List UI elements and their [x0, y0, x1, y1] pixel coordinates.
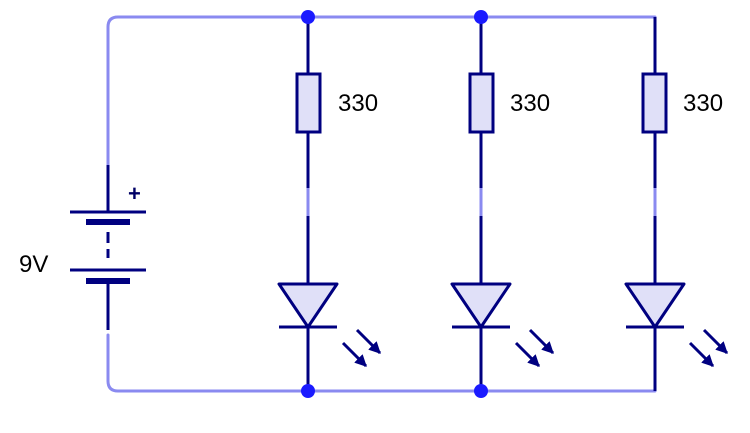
- resistor-3-label: 330: [683, 90, 723, 117]
- junction-bottom-2: [474, 384, 488, 398]
- led-2-triangle: [450, 282, 512, 329]
- battery-plus-sign: +: [128, 181, 141, 206]
- led-2-emission-arrow-1: [514, 341, 541, 368]
- resistor-2-label: 330: [510, 90, 550, 117]
- dark-wires: [106, 17, 657, 391]
- resistor-3: [641, 72, 668, 134]
- bottom-rail-wire: [106, 333, 657, 393]
- led-1-emission-arrow-1: [341, 341, 368, 368]
- led-3: [624, 282, 729, 368]
- led-2-emission-arrow-2: [528, 328, 555, 355]
- led-3-emission-arrow-1: [688, 341, 715, 368]
- led-2: [450, 282, 555, 368]
- junctions: [301, 10, 488, 398]
- led-1-emission-arrow-2: [355, 328, 382, 355]
- wires: [106, 15, 657, 393]
- led-3-emission-arrow-2: [702, 328, 729, 355]
- top-rail-wire: [106, 15, 657, 172]
- resistors: [295, 72, 668, 134]
- led-1-triangle: [277, 282, 339, 329]
- junction-top-1: [301, 10, 315, 24]
- junction-top-2: [474, 10, 488, 24]
- battery-voltage-label: 9V: [19, 251, 48, 278]
- resistor-1: [295, 72, 322, 134]
- battery-symbol: [70, 210, 146, 284]
- resistor-2: [468, 72, 495, 134]
- junction-bottom-1: [301, 384, 315, 398]
- led-1: [277, 282, 382, 368]
- resistor-1-label: 330: [338, 90, 378, 117]
- led-3-triangle: [624, 282, 686, 329]
